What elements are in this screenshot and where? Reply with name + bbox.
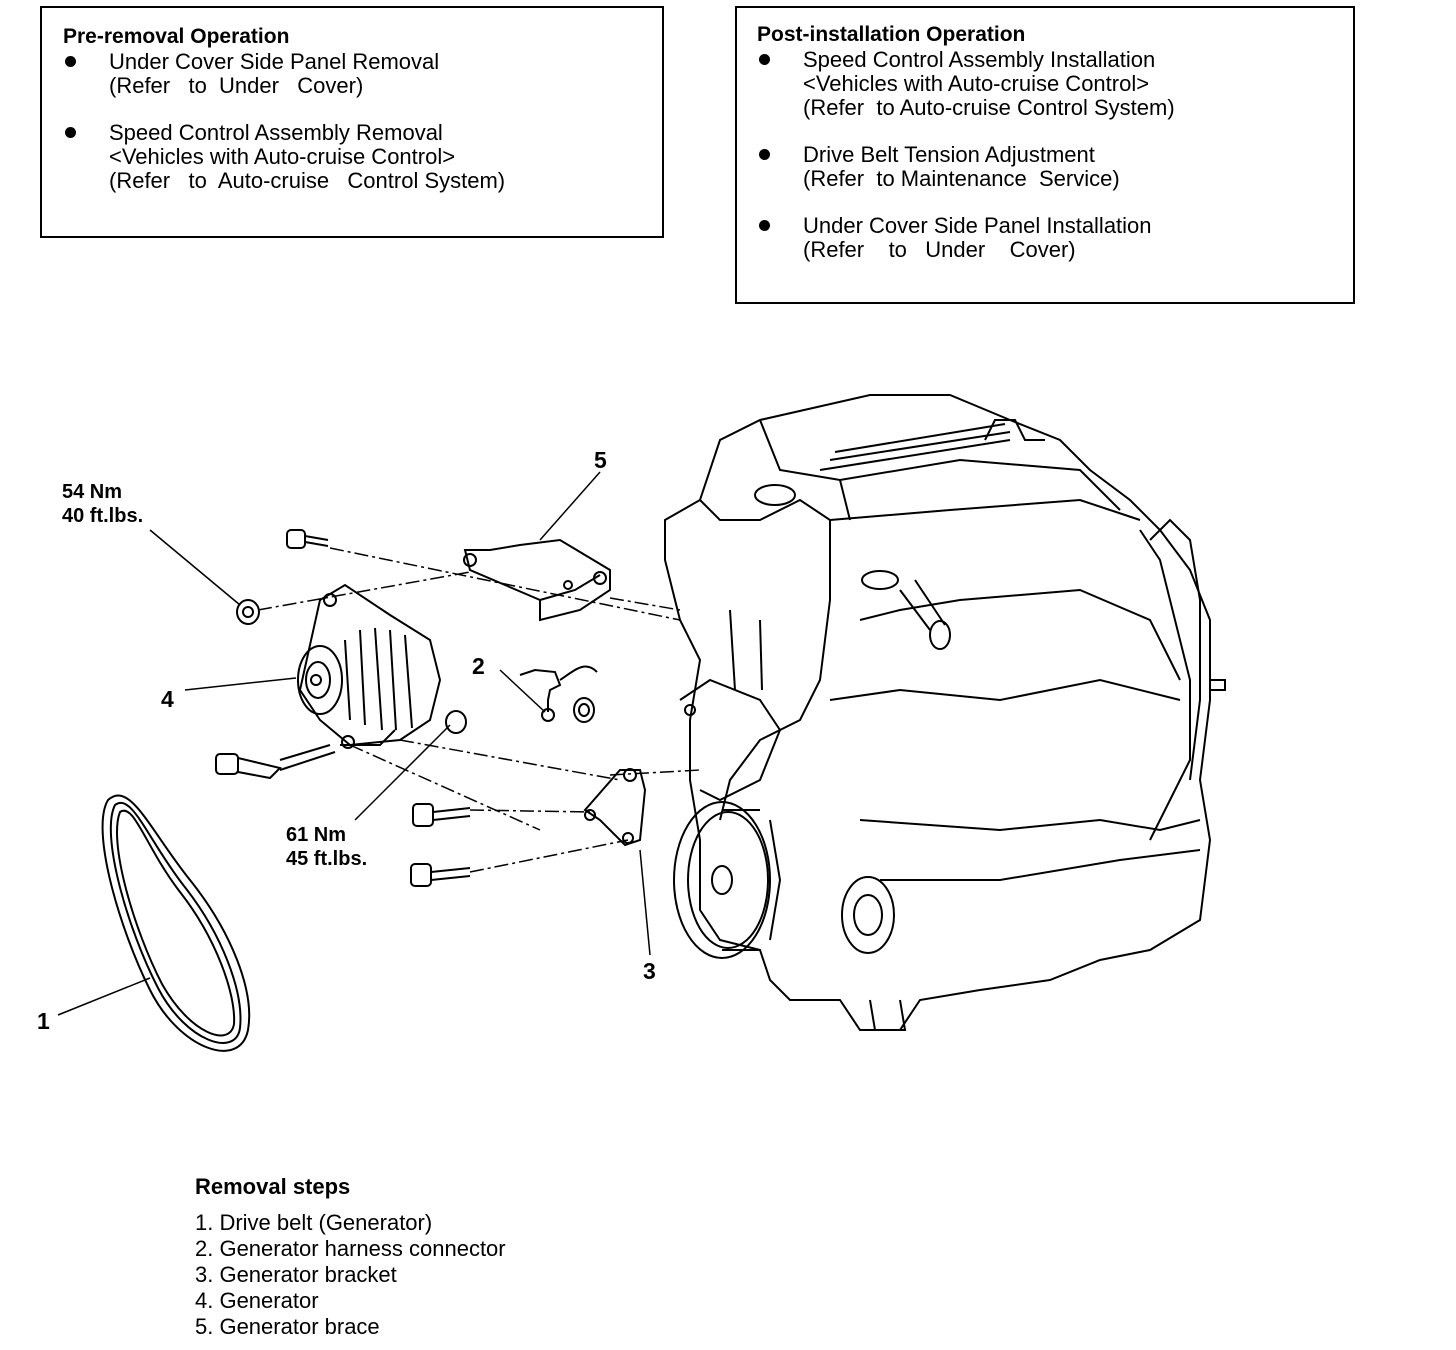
generator-brace	[463, 538, 611, 622]
callout-2: 2	[472, 653, 485, 679]
item-line: Speed Control Assembly Installation	[803, 47, 1156, 72]
item-line: (Refer to Under Cover)	[109, 73, 364, 98]
removal-steps: Removal steps 1. Drive belt (Generator) …	[195, 1174, 506, 1340]
pre-removal-box: Pre-removal Operation Under Cover Side P…	[40, 6, 664, 238]
bullet-icon	[759, 149, 770, 160]
item-line: Under Cover Side Panel Installation	[803, 213, 1152, 238]
item-line: <Vehicles with Auto-cruise Control>	[109, 144, 456, 169]
callout-1: 1	[37, 1008, 50, 1034]
callout-3: 3	[643, 958, 656, 984]
bullet-icon	[759, 54, 770, 65]
item-line: (Refer to Auto-cruise Control System)	[109, 168, 506, 193]
generator-bracket	[583, 768, 647, 847]
post-installation-item: Under Cover Side Panel Installation (Ref…	[757, 214, 1353, 262]
removal-step: 3. Generator bracket	[195, 1262, 397, 1287]
callout-5: 5	[594, 447, 607, 473]
removal-step: 4. Generator	[195, 1288, 319, 1313]
removal-step: 5. Generator brace	[195, 1314, 380, 1339]
post-installation-title: Post-installation Operation	[757, 23, 1026, 46]
item-line: Drive Belt Tension Adjustment	[803, 142, 1095, 167]
torque-nm: 61 Nm	[286, 824, 347, 846]
generator-exploded-diagram	[57, 394, 1226, 1052]
generator	[297, 583, 442, 749]
torque-ftlbs: 45 ft.lbs.	[286, 848, 368, 870]
pre-removal-item: Speed Control Assembly Removal <Vehicles…	[63, 121, 662, 193]
removal-step: 1. Drive belt (Generator)	[195, 1210, 433, 1235]
item-line: (Refer to Maintenance Service)	[803, 166, 1120, 191]
bullet-icon	[65, 127, 76, 138]
torque-ftlbs: 40 ft.lbs.	[62, 505, 144, 527]
callout-4: 4	[161, 686, 174, 712]
leader-lines	[57, 471, 651, 1016]
post-installation-item: Drive Belt Tension Adjustment (Refer to …	[757, 143, 1353, 191]
bullet-icon	[759, 220, 770, 231]
post-installation-box: Post-installation Operation Speed Contro…	[735, 6, 1355, 304]
item-line: (Refer to Under Cover)	[803, 237, 1076, 262]
drive-belt	[101, 794, 251, 1052]
bolts	[215, 529, 471, 887]
torque-label-lower: 61 Nm 45 ft.lbs.	[286, 823, 367, 871]
bullet-icon	[65, 56, 76, 67]
torque-label-upper: 54 Nm 40 ft.lbs.	[62, 480, 143, 528]
pre-removal-title: Pre-removal Operation	[63, 25, 290, 48]
item-line: <Vehicles with Auto-cruise Control>	[803, 71, 1150, 96]
engine-block	[664, 394, 1226, 1031]
torque-nm: 54 Nm	[62, 481, 123, 503]
item-line: Under Cover Side Panel Removal	[109, 49, 440, 74]
harness-connector	[519, 665, 598, 723]
item-line: (Refer to Auto-cruise Control System)	[803, 95, 1175, 120]
removal-step: 2. Generator harness connector	[195, 1236, 506, 1261]
post-installation-item: Speed Control Assembly Installation <Veh…	[757, 48, 1353, 120]
removal-steps-title: Removal steps	[195, 1174, 351, 1199]
assembly-lines	[257, 547, 701, 873]
pre-removal-item: Under Cover Side Panel Removal (Refer to…	[63, 50, 662, 98]
item-line: Speed Control Assembly Removal	[109, 120, 443, 145]
